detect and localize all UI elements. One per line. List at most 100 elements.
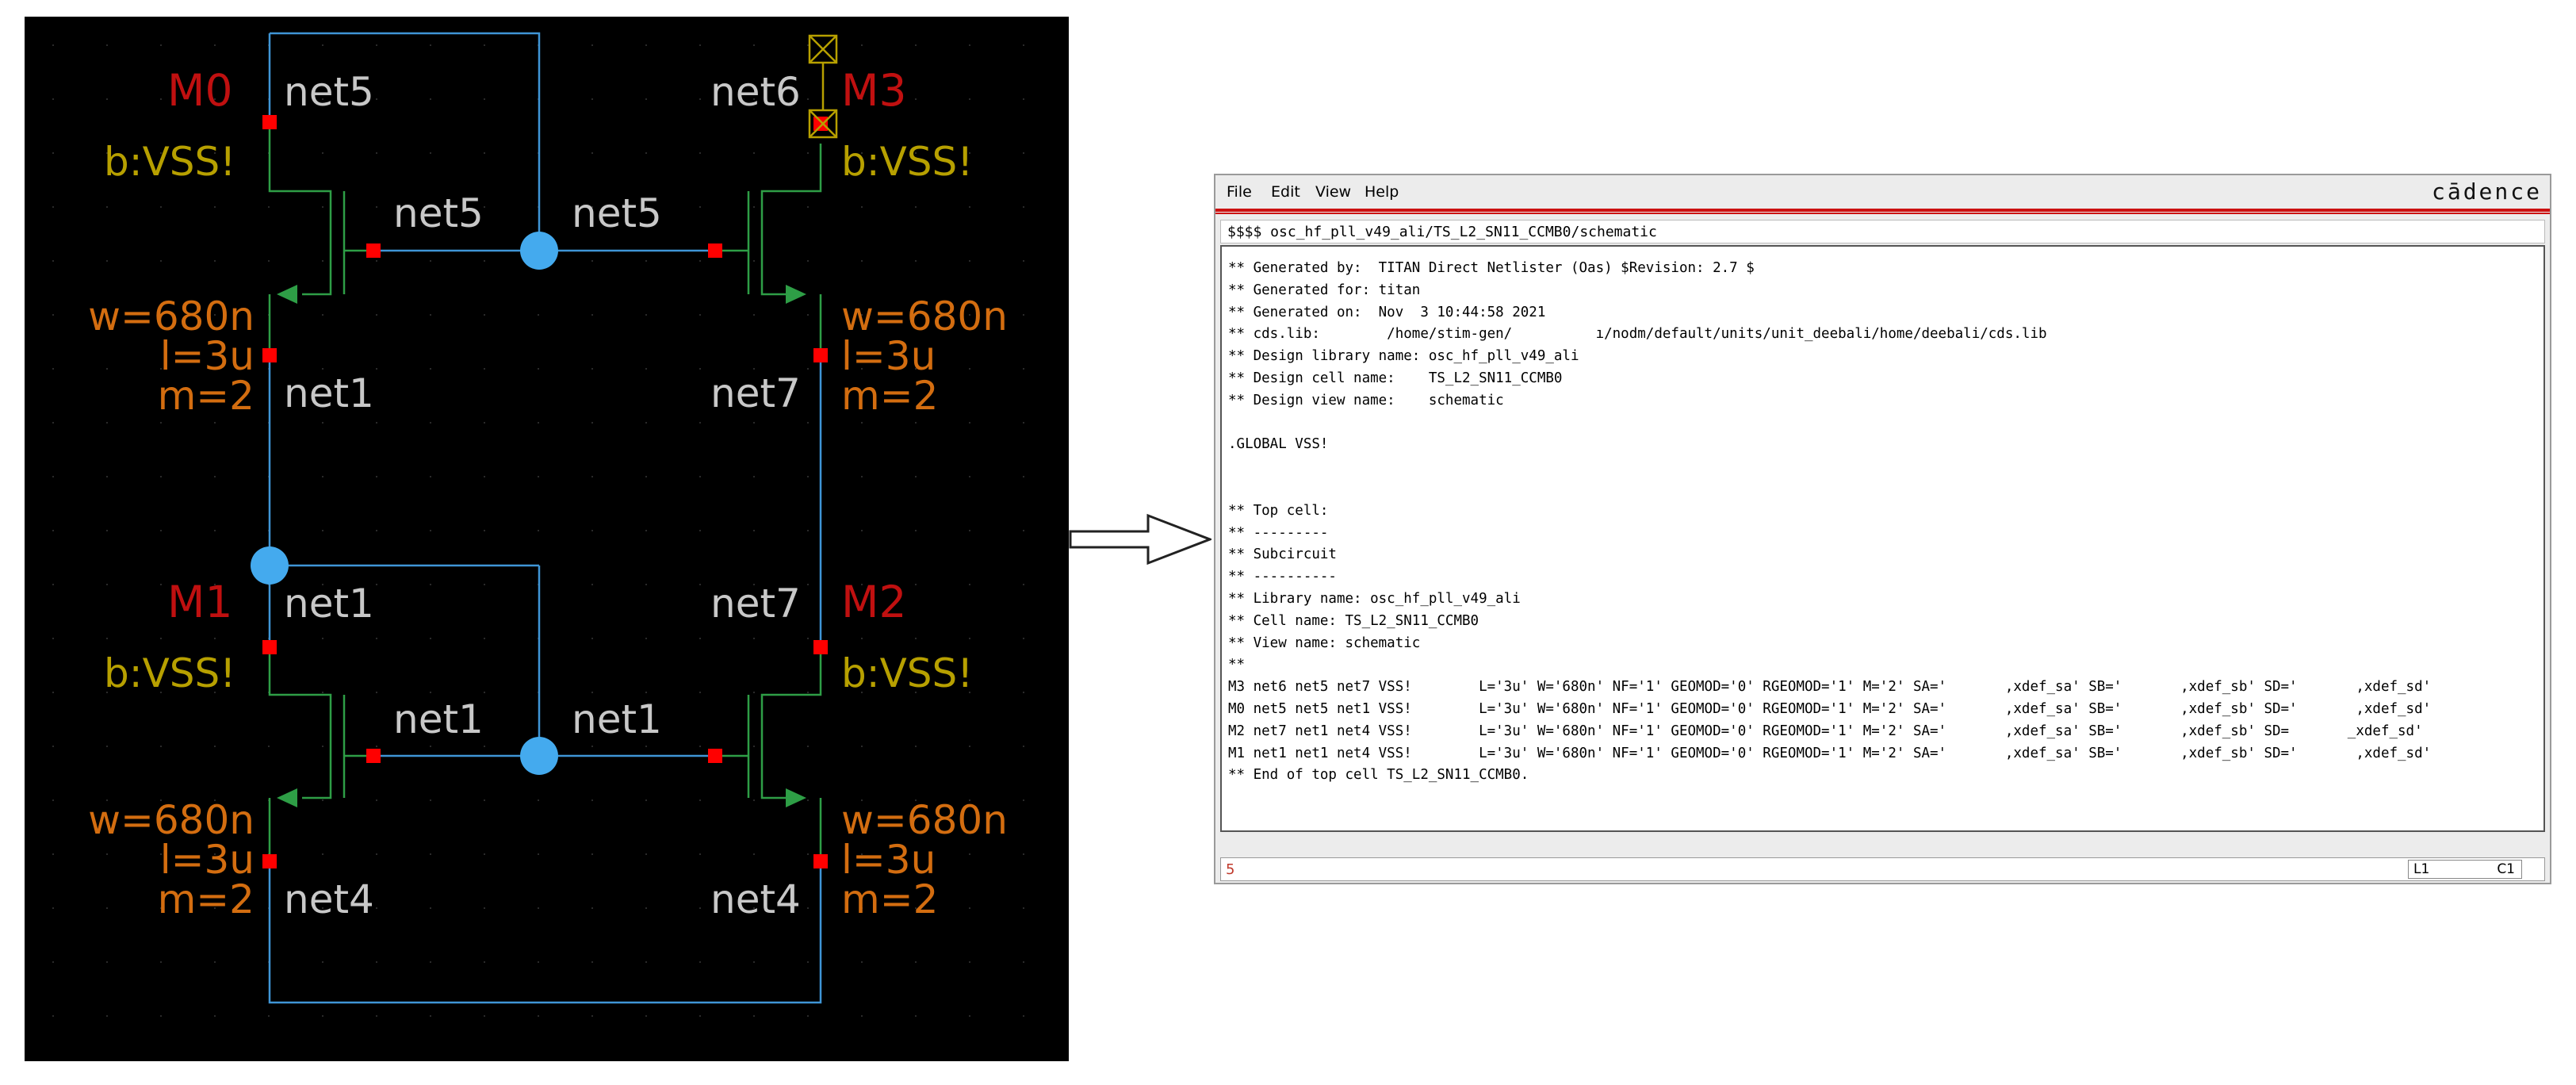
netlist-line: M2 net7 net1 net4 VSS! L='3u' W='680n' N… — [1228, 723, 2423, 739]
pin-m0-gate — [366, 243, 381, 258]
netlist-line: ** — [1228, 657, 1246, 673]
pin-m2-source — [813, 854, 828, 868]
netlist-text-area[interactable]: ** Generated by: TITAN Direct Netlister … — [1220, 245, 2545, 832]
status-message: 5 — [1226, 861, 1235, 878]
netlist-line: ** Generated by: TITAN Direct Netlister … — [1228, 260, 1755, 276]
netlist-line: ** View name: schematic — [1228, 635, 1421, 651]
m1-bulk: b:VSS! — [104, 650, 235, 696]
netlist-content[interactable]: ** Generated by: TITAN Direct Netlister … — [1228, 258, 2431, 787]
menu-bar: File Edit View Help cādence — [1215, 175, 2550, 214]
net-label-net5-gate-right: net5 — [572, 190, 662, 236]
pin-m0-drain — [262, 115, 277, 129]
net-label-net1-gate-right: net1 — [572, 696, 662, 742]
netlist-line: ** Design cell name: TS_L2_SN11_CCMB0 — [1228, 370, 1563, 386]
junction-net1-left — [251, 546, 289, 585]
netlist-line: ** End of top cell TS_L2_SN11_CCMB0. — [1228, 767, 1529, 784]
menu-view[interactable]: View — [1315, 183, 1352, 201]
schematic-drawing[interactable]: M0 M3 M1 M2 b:VSS! b:VSS! b:VSS! b:VSS! … — [25, 17, 1069, 1061]
cadence-logo: cādence — [2431, 178, 2542, 205]
net6-terminals — [808, 34, 838, 139]
device-shapes — [268, 122, 822, 861]
netlist-line: ** ---------- — [1228, 569, 1337, 585]
pin-m3-drain — [813, 117, 828, 131]
netlist-line: ** Generated on: Nov 3 10:44:58 2021 — [1228, 304, 1546, 320]
netlist-line: ** Library name: osc_hf_pll_v49_ali — [1228, 590, 1521, 607]
m1-symbol — [268, 647, 373, 861]
net-label-net1-m1: net1 — [284, 581, 374, 627]
accent-line — [1215, 209, 2550, 212]
m3-length: l=3u — [841, 333, 936, 379]
m3-arrow — [786, 285, 806, 304]
m2-name[interactable]: M2 — [841, 577, 906, 627]
net-label-net5-gate-left: net5 — [393, 190, 484, 236]
net-label-net1-gate-left: net1 — [393, 696, 484, 742]
net-label-net1-m0: net1 — [284, 370, 374, 416]
m0-width: w=680n — [88, 293, 255, 339]
net-label-net5-m0: net5 — [284, 69, 374, 115]
m2-width: w=680n — [841, 797, 1008, 843]
pin-m0-source — [262, 348, 277, 362]
m1-name[interactable]: M1 — [167, 577, 232, 627]
netlist-line: ** cds.lib: /home/stim-gen/ ı/nodm/defau… — [1228, 326, 2047, 343]
junctions — [251, 232, 558, 775]
wire-net5-top — [270, 32, 541, 251]
netlist-line: .GLOBAL VSS! — [1228, 436, 1329, 453]
pin-m2-gate — [708, 749, 722, 763]
pin-m1-source — [262, 854, 277, 868]
pin-m3-gate — [708, 243, 722, 258]
cursor-position: L1 C1 — [2408, 860, 2522, 879]
menu-edit[interactable]: Edit — [1271, 183, 1300, 201]
junction-net1-center — [520, 737, 558, 775]
status-column-number: C1 — [2497, 861, 2515, 877]
netlist-line: M0 net5 net5 net1 VSS! L='3u' W='680n' N… — [1228, 700, 2432, 717]
schematic-canvas[interactable]: M0 M3 M1 M2 b:VSS! b:VSS! b:VSS! b:VSS! … — [25, 17, 1069, 1061]
netlist-line: ** Cell name: TS_L2_SN11_CCMB0 — [1228, 612, 1479, 629]
m1-multiplier: m=2 — [158, 876, 255, 922]
wires — [268, 32, 822, 1004]
menu-help[interactable]: Help — [1365, 183, 1399, 201]
m0-multiplier: m=2 — [158, 373, 255, 419]
junction-net5 — [520, 232, 558, 270]
pins — [262, 115, 828, 868]
right-arrow-icon — [1069, 513, 1211, 566]
netlist-line: ** Top cell: — [1228, 502, 1329, 519]
wire-net4-bottom — [268, 861, 822, 1004]
source-arrows — [277, 285, 806, 807]
path-bar: $$$$ osc_hf_pll_v49_ali/TS_L2_SN11_CCMB0… — [1220, 220, 2545, 243]
m0-symbol — [268, 122, 373, 296]
m2-bulk: b:VSS! — [841, 650, 973, 696]
m0-length: l=3u — [160, 333, 255, 379]
netlist-line: ** Generated for: titan — [1228, 282, 1421, 298]
net-label-net7-m2: net7 — [710, 581, 801, 627]
m2-length: l=3u — [841, 837, 936, 883]
netlist-line: ** Design library name: osc_hf_pll_v49_a… — [1228, 348, 1579, 365]
m3-symbol — [715, 144, 822, 355]
status-bar: 5 L1 C1 — [1220, 857, 2545, 881]
m3-bulk: b:VSS! — [841, 139, 973, 185]
m3-multiplier: m=2 — [841, 373, 938, 419]
m3-width: w=680n — [841, 293, 1008, 339]
net-label-net7-m3: net7 — [710, 370, 801, 416]
pin-m2-drain — [813, 640, 828, 654]
m1-width: w=680n — [88, 797, 255, 843]
m2-symbol — [715, 647, 822, 861]
accent-line-thin — [1215, 213, 2550, 214]
pin-m1-gate — [366, 749, 381, 763]
m1-arrow — [277, 788, 297, 807]
m2-arrow — [786, 788, 806, 807]
net-label-net4-m1: net4 — [284, 876, 374, 922]
net-label-net6: net6 — [710, 69, 801, 115]
m1-length: l=3u — [160, 837, 255, 883]
netlist-line: ** Subcircuit — [1228, 546, 1337, 563]
m2-multiplier: m=2 — [841, 876, 938, 922]
pin-m3-source — [813, 348, 828, 362]
net-label-net4-m2: net4 — [710, 876, 801, 922]
netlist-path: $$$$ osc_hf_pll_v49_ali/TS_L2_SN11_CCMB0… — [1227, 224, 1657, 240]
m3-name[interactable]: M3 — [841, 65, 906, 116]
menu-file[interactable]: File — [1227, 183, 1252, 201]
netlist-window: File Edit View Help cādence $$$$ osc_hf_… — [1214, 174, 2551, 884]
m0-name[interactable]: M0 — [167, 65, 232, 116]
pin-m1-drain — [262, 640, 277, 654]
netlist-line: M3 net6 net5 net7 VSS! L='3u' W='680n' N… — [1228, 679, 2432, 696]
netlist-line: ** --------- — [1228, 524, 1329, 541]
